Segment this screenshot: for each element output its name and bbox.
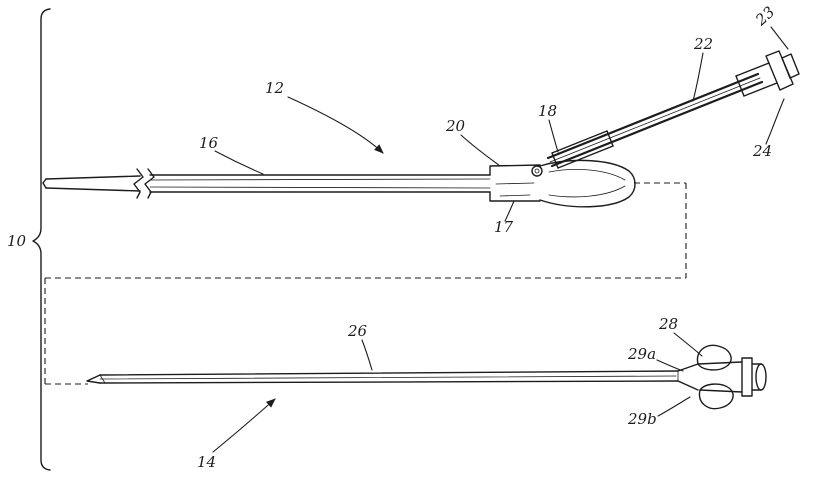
needle-tip-bevel [99,374,106,384]
ref-label-29b: 29b [627,410,657,428]
sidearm-connector-flange [765,50,794,91]
ref-label-16: 16 [199,134,219,152]
sidearm-tube-bottom [550,80,764,168]
catheter-shaft-inner-top [149,178,491,181]
leader-20 [460,134,501,167]
hub-wing-outline [539,159,636,208]
leader-arrow-14 [212,398,276,453]
hub-outline-bottom [489,191,541,202]
rotating-collar-cap-right [606,130,614,147]
ref-label-28: 28 [658,315,678,333]
leader-29a [656,359,684,372]
hub-outline-top [489,164,541,176]
ref-label-18: 18 [538,102,557,120]
drawing-root: 10 12 16 20 18 22 23 24 17 26 28 29a 29b… [7,3,800,471]
rotating-collar-cap-left [551,152,559,169]
ref-label-23: 23 [751,3,778,30]
hub-wing-fold-bottom [548,185,626,198]
leader-26 [361,339,373,371]
rotating-collar-bottom [557,145,614,169]
catheter-shaft-inner-bottom [149,186,491,189]
sidearm-connector-bottom [743,82,778,97]
hub-detail-line-1 [495,182,535,185]
brace-bracket [32,8,51,471]
leader-29b [657,396,691,417]
ref-label-20: 20 [445,117,466,135]
ref-label-29a: 29a [627,345,656,363]
swivel-pivot-circle [531,165,543,177]
sidearm-connector-knob [781,53,800,79]
needle-hub-wing-top [696,344,732,371]
leader-17 [504,200,515,222]
sidearm-connector-band [735,75,745,97]
sidearm-connector-top [735,62,770,77]
leader-24 [765,98,785,145]
leader-16 [214,150,264,175]
needle-hub-barrel-bottom [699,389,743,393]
needle-hub-wing-bottom [698,383,734,410]
break-mark-2 [144,168,155,199]
catheter-tip-top [45,175,141,180]
hub-wing-fold-top [548,169,626,181]
assembly-brace-group [32,8,51,471]
needle-figure [86,344,767,410]
leader-arrow-12 [287,96,384,154]
break-mark-1 [133,168,144,199]
needle-shaft-top [99,370,679,376]
leader-23 [770,26,789,50]
ref-label-12: 12 [265,79,284,97]
sidearm-tube-top [546,72,760,160]
swivel-pivot-center [534,168,540,174]
reference-numerals: 10 12 16 20 18 22 23 24 17 26 28 29a 29b… [7,3,778,471]
phantom-projection-lines [44,182,687,385]
ref-label-10: 10 [7,232,27,250]
ref-label-14: 14 [197,453,216,471]
needle-shaft-center [99,375,677,380]
ref-label-22: 22 [693,35,713,53]
leader-lines [212,26,789,453]
ref-label-17: 17 [494,218,514,236]
sidearm-tube-center [549,77,761,163]
needle-hub-end-ellipse [755,363,767,391]
rotating-collar-top [551,130,608,154]
catheter-tip-bottom [45,187,141,192]
needle-shaft-bottom [99,380,679,384]
ref-label-24: 24 [752,142,772,160]
needle-hub-flange [741,357,753,397]
needle-tip-point [86,374,101,384]
leader-28 [673,332,703,357]
needle-hub-barrel-top [697,361,743,365]
leader-22 [692,52,704,102]
catheter-tip-cap [42,178,47,189]
ref-label-26: 26 [347,322,368,340]
catheter-figure [42,50,800,208]
leader-18 [548,119,559,153]
needle-hub-taper-bottom [677,380,699,391]
hub-detail-line-2 [499,194,531,197]
